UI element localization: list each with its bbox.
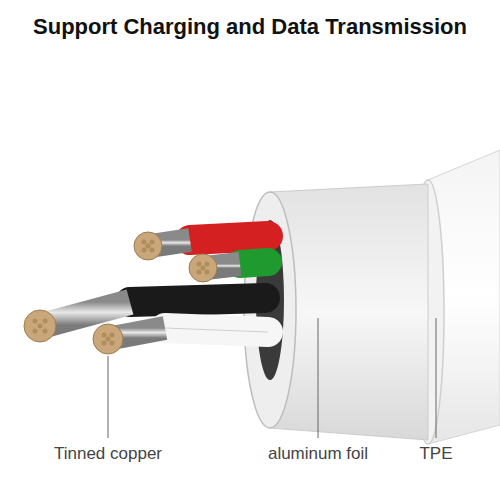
white-wire bbox=[93, 324, 268, 354]
leader-line bbox=[318, 318, 319, 438]
part-label: Tinned copper bbox=[54, 444, 162, 464]
part-label: TPE bbox=[419, 444, 452, 464]
part-label: aluminum foil bbox=[268, 444, 368, 464]
title: Support Charging and Data Transmission bbox=[33, 14, 467, 40]
strand-dots bbox=[33, 240, 210, 346]
leader-line bbox=[436, 318, 437, 438]
leader-line bbox=[108, 356, 109, 438]
green-wire bbox=[189, 254, 268, 282]
